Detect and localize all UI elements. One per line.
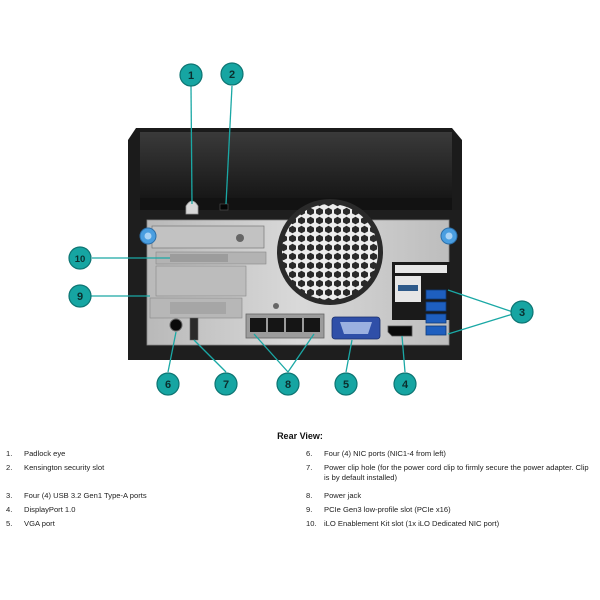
callout-10: 10 <box>68 246 92 270</box>
usb-port <box>425 325 447 336</box>
legend-text: Padlock eye <box>24 449 66 458</box>
leader-line <box>447 313 514 335</box>
power-jack <box>169 318 183 332</box>
pcie-bracket <box>151 225 265 249</box>
callout-7: 7 <box>214 372 238 396</box>
legend-item-7: 7. Power clip hole (for the power cord cl… <box>306 463 594 482</box>
callout-9: 9 <box>68 284 92 308</box>
leader-line <box>253 333 289 373</box>
panel-screw-icon <box>236 234 244 242</box>
legend-text: PCIe Gen3 low-profile slot (PCIe x16) <box>324 505 451 514</box>
callout-number: 10 <box>75 254 86 265</box>
top-cover <box>140 132 452 202</box>
legend-item-6: 6. Four (4) NIC ports (NIC1-4 from left) <box>306 449 594 459</box>
callout-circle <box>68 246 92 270</box>
usb-port <box>425 313 447 324</box>
legend-item-1: 1. Padlock eye <box>6 449 65 459</box>
legend-number: 4. <box>6 505 13 514</box>
legend-number: 3. <box>6 491 13 500</box>
panel-screw-icon <box>273 303 279 309</box>
callout-3: 3 <box>510 300 534 324</box>
legend-text: Kensington security slot <box>24 463 105 472</box>
callout-number: 4 <box>402 379 409 391</box>
callout-number: 2 <box>229 69 235 81</box>
callout-5: 5 <box>334 372 358 396</box>
callout-circle <box>510 300 534 324</box>
callout-4: 4 <box>393 372 417 396</box>
leader-line <box>190 85 193 205</box>
legend-text: Power jack <box>324 491 362 500</box>
callout-circle <box>179 63 203 87</box>
kensington-slot <box>219 203 229 211</box>
callout-number: 3 <box>519 307 525 319</box>
legend-number: 8. <box>306 491 313 500</box>
nic-port <box>250 318 266 332</box>
leader-line <box>225 85 233 205</box>
callout-number: 8 <box>285 379 291 391</box>
leader-line <box>167 331 177 373</box>
callout-circle <box>276 372 300 396</box>
callout-circle <box>393 372 417 396</box>
legend-number: 1. <box>6 449 13 458</box>
legend-title: Rear View: <box>277 431 323 441</box>
callout-number: 5 <box>343 379 349 391</box>
usb-ports <box>425 289 447 336</box>
legend-text: Four (4) NIC ports (NIC1-4 from left) <box>324 449 446 458</box>
legend-number: 6. <box>306 449 313 458</box>
legend-text: Four (4) USB 3.2 Gen1 Type-A ports <box>24 491 147 500</box>
legend-item-4: 4. DisplayPort 1.0 <box>6 505 76 515</box>
nic-port <box>304 318 320 332</box>
fan-grille <box>282 204 378 300</box>
legend-item-2: 2. Kensington security slot <box>6 463 104 473</box>
leader-line <box>401 335 406 373</box>
callout-badges: 1 2 3 4 5 6 7 8 9 10 <box>68 62 534 396</box>
padlock-eye-icon <box>185 200 199 215</box>
callout-8: 8 <box>276 372 300 396</box>
legend-text: DisplayPort 1.0 <box>24 505 76 514</box>
legend-number: 10. <box>306 519 317 528</box>
displayport <box>387 325 413 337</box>
leader-line <box>345 339 353 373</box>
callout-circle <box>156 372 180 396</box>
legend-text: Power clip hole (for the power cord clip… <box>324 463 589 482</box>
callout-number: 9 <box>77 291 83 303</box>
callout-number: 1 <box>188 70 194 82</box>
callout-number: 6 <box>165 379 171 391</box>
usb-port <box>425 289 447 300</box>
leader-lines <box>86 85 514 373</box>
nic-ports <box>245 313 325 339</box>
callout-1: 1 <box>179 63 203 87</box>
callout-6: 6 <box>156 372 180 396</box>
nic-port <box>268 318 284 332</box>
server-rear-illustration: 1 2 3 4 5 6 7 8 9 10 <box>68 62 534 396</box>
callout-number: 7 <box>223 379 229 391</box>
power-clip-hole <box>189 317 199 341</box>
legend-item-9: 9. PCIe Gen3 low-profile slot (PCIe x16) <box>306 505 594 515</box>
legend-number: 2. <box>6 463 13 472</box>
legend-item-8: 8. Power jack <box>306 491 594 501</box>
legend-text: VGA port <box>24 519 55 528</box>
nic-port <box>286 318 302 332</box>
ilo-slot-cover <box>155 265 247 297</box>
leader-line <box>447 289 514 313</box>
legend-text: iLO Enablement Kit slot (1x iLO Dedicate… <box>324 519 500 528</box>
legend-item-5: 5. VGA port <box>6 519 55 529</box>
legend-item-3: 3. Four (4) USB 3.2 Gen1 Type-A ports <box>6 491 147 501</box>
leader-line <box>287 333 315 373</box>
legend-number: 7. <box>306 463 313 472</box>
usb-port <box>425 301 447 312</box>
legend-item-10: 10. iLO Enablement Kit slot (1x iLO Dedic… <box>306 519 594 529</box>
legend-number: 9. <box>306 505 313 514</box>
leader-line <box>193 339 227 373</box>
callout-circle <box>220 62 244 86</box>
legend-number: 5. <box>6 519 13 528</box>
callout-circle <box>214 372 238 396</box>
callout-circle <box>68 284 92 308</box>
callout-circle <box>334 372 358 396</box>
callout-2: 2 <box>220 62 244 86</box>
